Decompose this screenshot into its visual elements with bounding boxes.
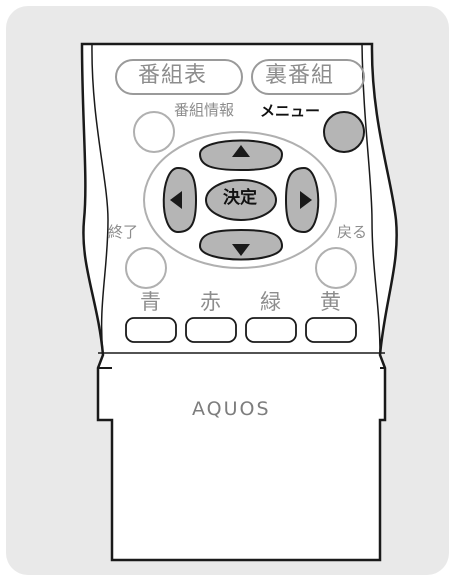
right-arrow-icon xyxy=(300,191,312,209)
reverse-guide-button[interactable] xyxy=(251,59,365,95)
program-info-button[interactable] xyxy=(133,111,175,153)
ok-button[interactable] xyxy=(205,179,277,221)
yellow-button[interactable] xyxy=(305,317,357,343)
red-button[interactable] xyxy=(185,317,237,343)
program-guide-label: 番組表 xyxy=(138,63,208,88)
blue-button[interactable] xyxy=(125,317,177,343)
ok-label: 決定 xyxy=(223,188,257,208)
back-label: 戻る xyxy=(337,223,368,241)
exit-label: 終了 xyxy=(108,223,139,241)
green-label: 緑 xyxy=(260,290,281,314)
yellow-label: 黄 xyxy=(320,290,341,314)
up-arrow-icon xyxy=(232,145,250,157)
program-info-label: 番組情報 xyxy=(174,101,235,119)
exit-button[interactable] xyxy=(125,247,167,289)
reverse-guide-label: 裏番組 xyxy=(265,63,335,88)
red-label: 赤 xyxy=(200,290,221,314)
down-arrow-icon xyxy=(232,244,250,256)
brand-logo: AQUOS xyxy=(192,398,271,420)
menu-label: メニュー xyxy=(260,102,321,120)
green-button[interactable] xyxy=(245,317,297,343)
menu-button[interactable] xyxy=(323,111,365,153)
back-button[interactable] xyxy=(315,247,357,289)
program-guide-button[interactable] xyxy=(115,59,243,95)
left-arrow-icon xyxy=(170,191,182,209)
blue-label: 青 xyxy=(140,290,161,314)
